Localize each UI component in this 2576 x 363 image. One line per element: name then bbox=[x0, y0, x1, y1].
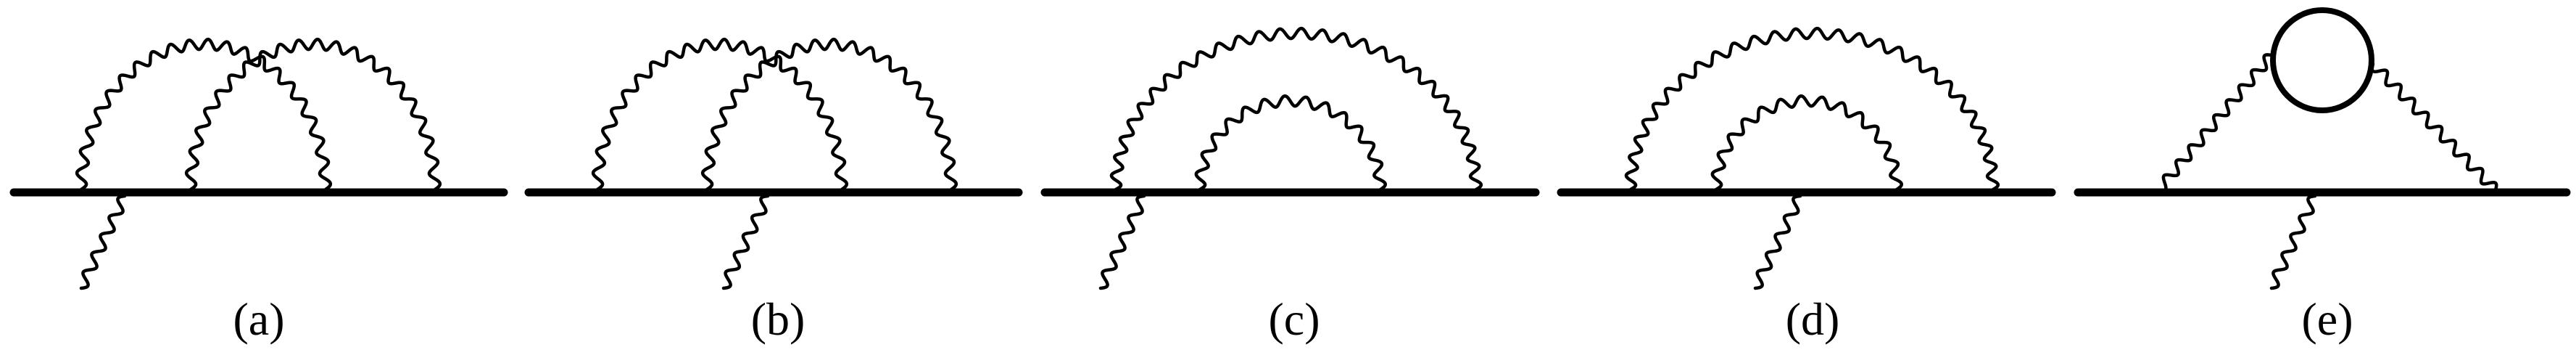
panel-label-d: (d) bbox=[1785, 293, 1840, 345]
photon-propagator-b-1 bbox=[591, 37, 849, 192]
photon-propagator-c-2 bbox=[1194, 94, 1388, 192]
external-photon-b bbox=[721, 194, 770, 290]
panel-label-a: (a) bbox=[233, 293, 285, 345]
photon-propagator-e-1 bbox=[2156, 53, 2274, 192]
panel-label-e: (e) bbox=[2301, 293, 2353, 345]
panel-label-c: (c) bbox=[1268, 293, 1320, 345]
photon-propagator-e-2 bbox=[2370, 62, 2498, 192]
external-photon-a bbox=[79, 194, 127, 290]
external-photon-e bbox=[2269, 194, 2317, 290]
photon-propagator-d-1 bbox=[1624, 26, 2000, 192]
photon-propagator-a-2 bbox=[184, 37, 442, 192]
external-photon-d bbox=[1753, 194, 1802, 290]
photon-propagator-a-1 bbox=[75, 37, 333, 192]
panel-label-b: (b) bbox=[750, 293, 805, 345]
photon-propagator-b-2 bbox=[700, 37, 958, 192]
fermion-loop-e bbox=[2270, 7, 2374, 113]
photon-propagator-d-2 bbox=[1710, 94, 1904, 192]
external-photon-c bbox=[1098, 194, 1146, 290]
photon-propagator-c-1 bbox=[1109, 26, 1483, 192]
